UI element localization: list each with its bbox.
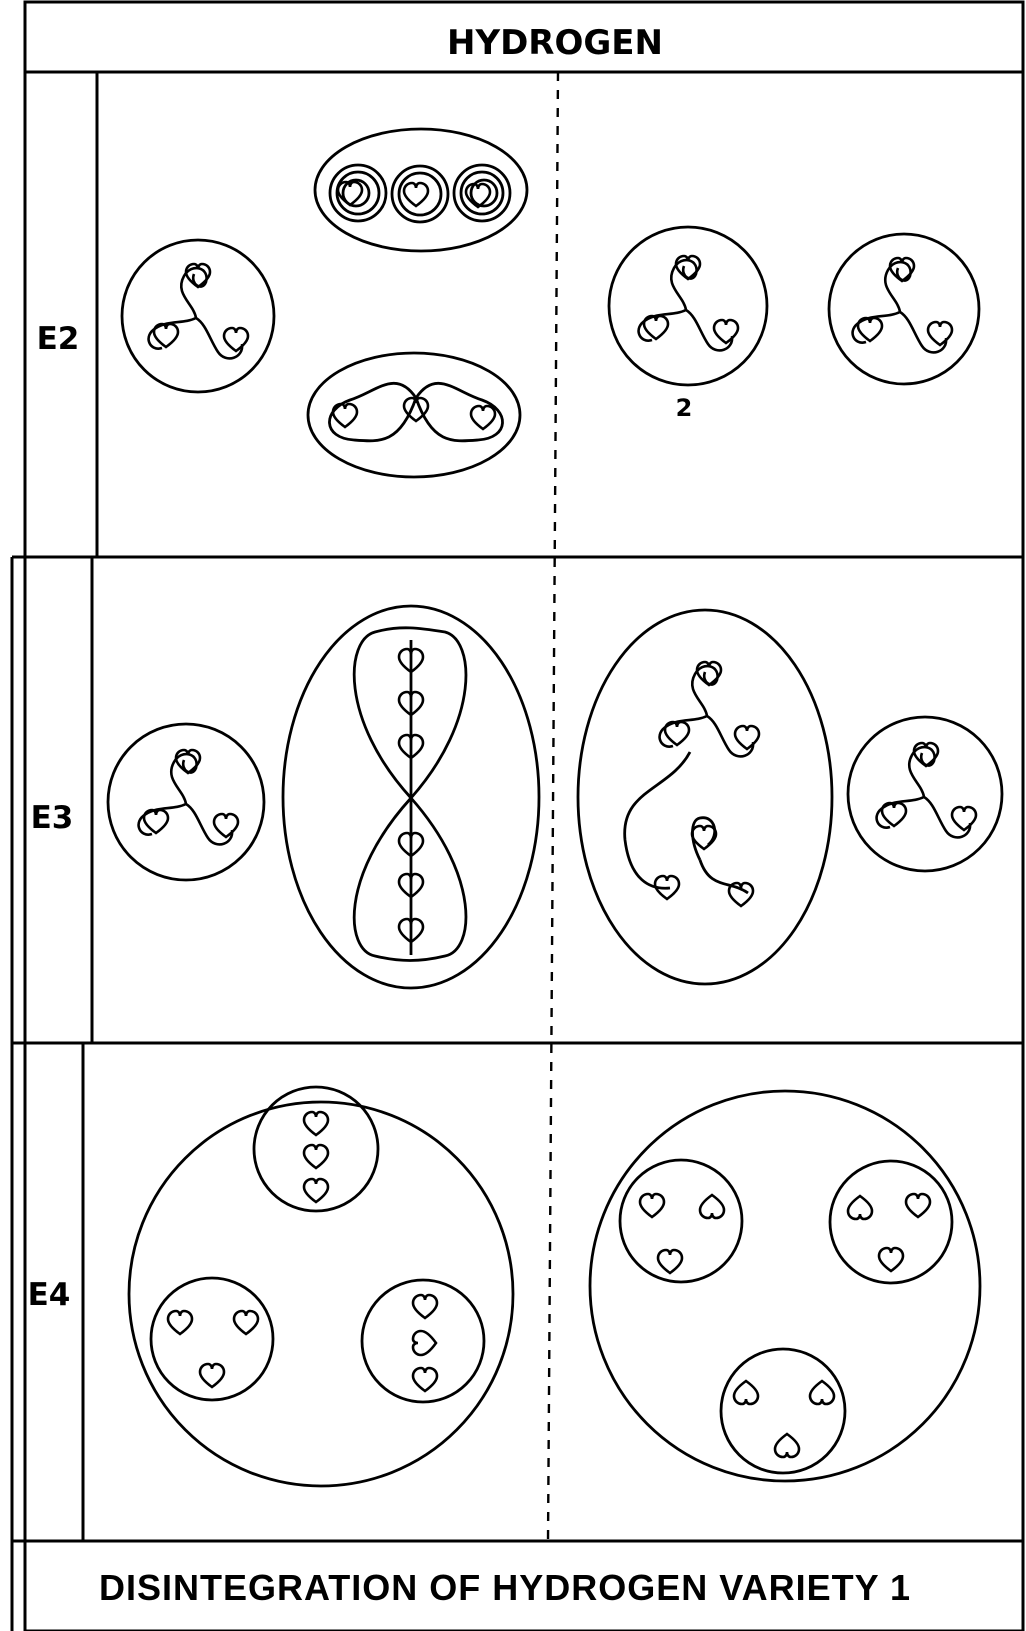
e2-count-annotation: 2 bbox=[676, 394, 693, 422]
e4-right-group bbox=[590, 1091, 980, 1481]
e2-top-ellipse bbox=[315, 129, 527, 251]
e2-right-triad-1 bbox=[609, 227, 767, 385]
e3-right-ellipse bbox=[578, 610, 832, 984]
e3-center-ellipse bbox=[283, 606, 539, 988]
row-label-e4: E4 bbox=[28, 1277, 71, 1313]
e2-left-triad bbox=[122, 240, 274, 392]
frame bbox=[12, 2, 1023, 1631]
row-label-e2: E2 bbox=[37, 321, 80, 357]
diagram-title: HYDROGEN bbox=[447, 23, 663, 63]
e2-bottom-ellipse bbox=[308, 353, 520, 477]
diagram-caption: DISINTEGRATION OF HYDROGEN VARIETY 1 bbox=[99, 1567, 911, 1608]
e4-left-group bbox=[129, 1087, 513, 1486]
e2-right-triad-2 bbox=[829, 234, 979, 384]
center-divider bbox=[548, 72, 558, 1541]
e3-right-triad bbox=[848, 717, 1002, 871]
row-label-e3: E3 bbox=[31, 800, 74, 836]
e3-left-triad bbox=[108, 724, 264, 880]
